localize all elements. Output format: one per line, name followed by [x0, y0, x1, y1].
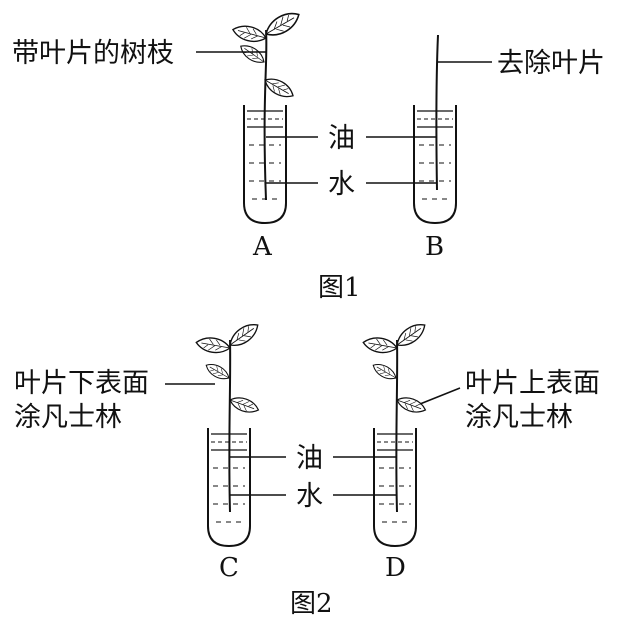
underside-label-line2: 涂凡士林 [14, 402, 122, 433]
tube-letter: C [219, 553, 239, 583]
leaf-icon [194, 319, 263, 418]
tube-c: C [194, 319, 263, 583]
tube-d: D [361, 319, 430, 583]
branch-label: 带叶片的树枝 [12, 38, 174, 69]
underside-label-line1: 叶片下表面 [14, 368, 149, 399]
tube-letter: B [425, 232, 444, 262]
tube-a: A [230, 8, 304, 262]
leaf-removed-label: 去除叶片 [497, 48, 605, 79]
water-label: 水 [296, 481, 323, 512]
figure-caption: 图1 [318, 273, 361, 303]
tube-letter: A [252, 232, 273, 262]
upperside-label-line1: 叶片上表面 [465, 368, 600, 399]
leaf-icon [361, 319, 430, 418]
water-label: 水 [328, 169, 355, 200]
oil-label: 油 [296, 443, 323, 474]
upperside-label-line2: 涂凡士林 [465, 402, 573, 433]
tube-b: B [413, 34, 457, 262]
tube-letter: D [385, 553, 406, 583]
figure-caption: 图2 [290, 589, 333, 619]
oil-label: 油 [328, 123, 355, 154]
